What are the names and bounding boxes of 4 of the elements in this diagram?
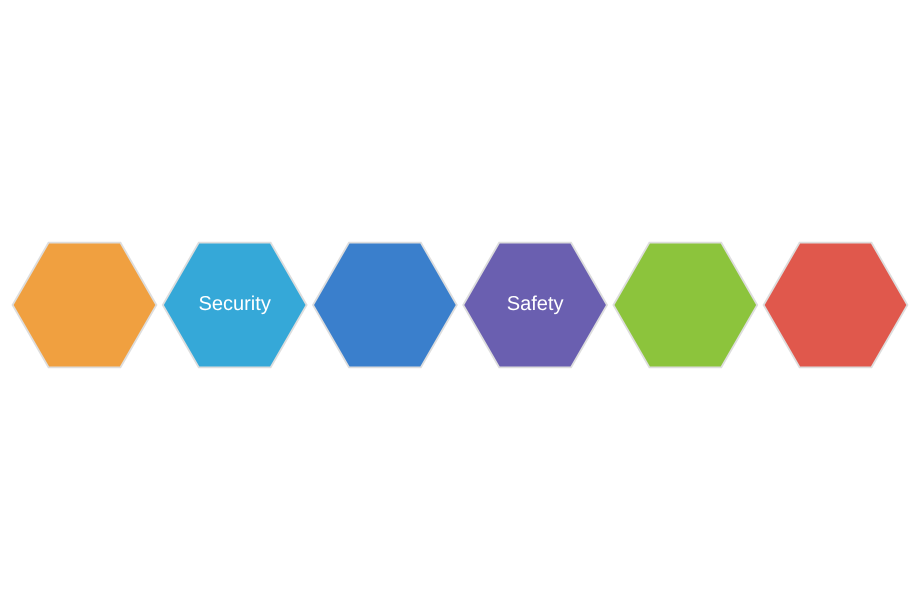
node-hexagon — [612, 241, 758, 368]
node-hexagon — [12, 241, 158, 368]
node-hexagon — [762, 241, 908, 368]
node-hexagon — [312, 241, 458, 368]
